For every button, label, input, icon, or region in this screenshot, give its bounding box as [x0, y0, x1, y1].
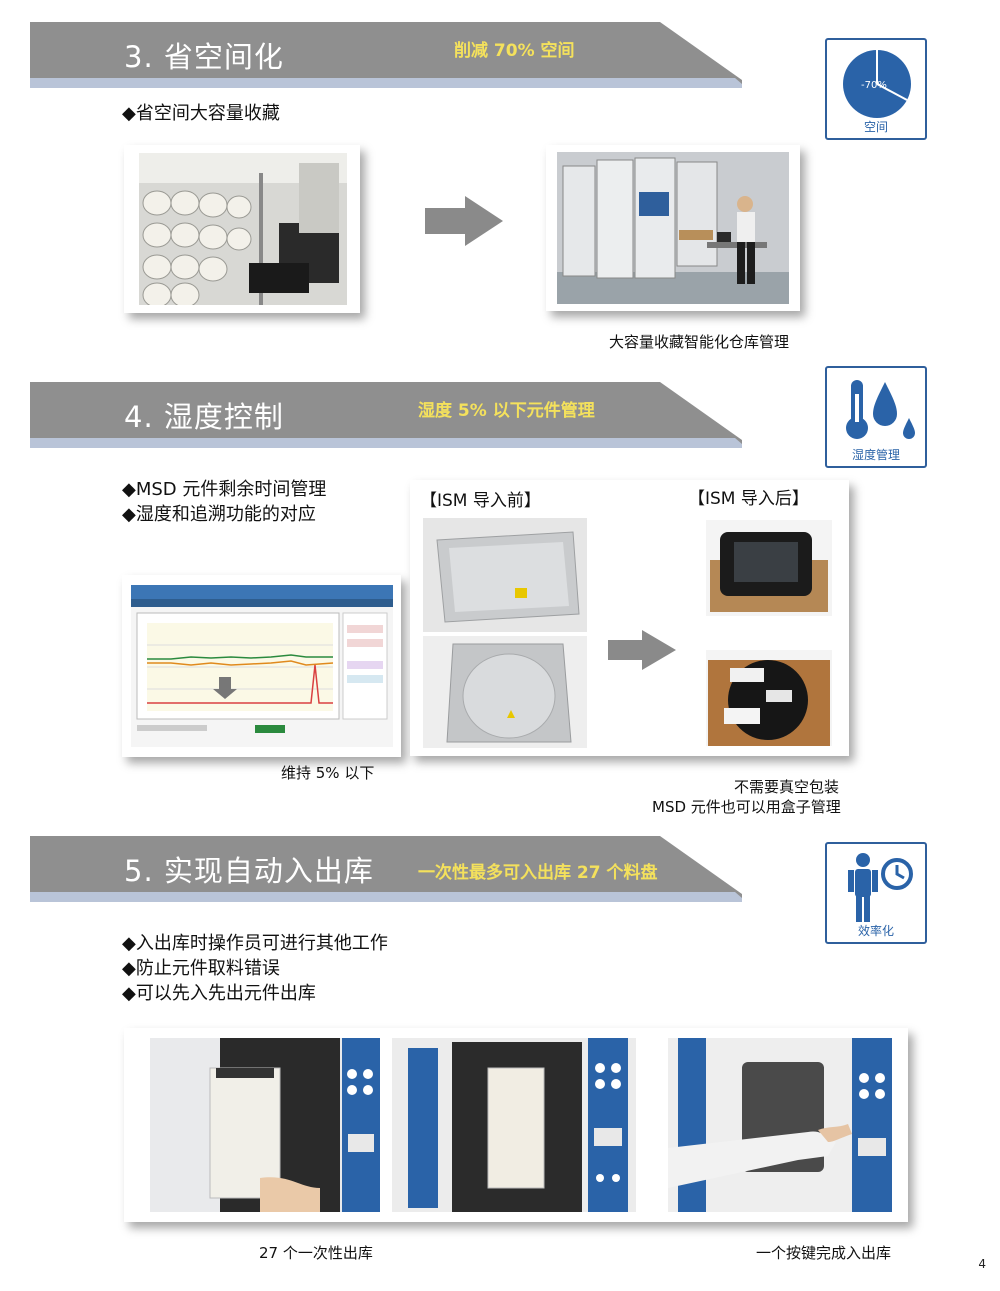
section-5-banner: 5. 实现自动入出库 一次性最多可入出库 27 个料盘 — [30, 836, 742, 902]
section-5-caption-button: 一个按键完成入出库 — [756, 1244, 892, 1262]
section-4-title: 4. 湿度控制 — [124, 400, 284, 434]
bullet-item: ◆可以先入先出元件出库 — [122, 983, 316, 1004]
machine-photo-strip — [124, 1028, 908, 1222]
section-4-caption-humidity: 维持 5% 以下 — [281, 764, 375, 782]
bullet-item: ◆防止元件取料错误 — [122, 958, 280, 979]
bullet-item: ◆湿度和追溯功能的对应 — [122, 504, 316, 525]
section-4-caption-novacuum: 不需要真空包装 — [734, 778, 840, 796]
humidity-chart-screenshot — [131, 585, 393, 747]
section-3-bullets: ◆省空间大容量收藏 — [122, 101, 280, 126]
reel-box-photo-2 — [706, 650, 832, 746]
space-icon-box: -70% 空间 — [825, 38, 927, 140]
section-5-subtitle: 一次性最多可入出库 27 个料盘 — [418, 863, 658, 883]
old-storage-photo-frame — [124, 145, 360, 313]
humidity-icon-label: 湿度管理 — [851, 448, 900, 462]
section-3-banner: 3. 省空间化 削减 70% 空间 — [30, 22, 742, 88]
before-after-panel: 【ISM 导入前】 【ISM 导入后】 — [410, 480, 849, 756]
unloading-photo — [150, 1038, 380, 1212]
section-4-banner: 4. 湿度控制 湿度 5% 以下元件管理 — [30, 382, 742, 448]
efficiency-icon — [848, 853, 913, 922]
old-storage-photo — [139, 153, 347, 305]
section-3-subtitle: 削减 70% 空间 — [454, 41, 575, 61]
section-4-bullets: ◆MSD 元件剩余时间管理 ◆湿度和追溯功能的对应 — [122, 477, 326, 527]
vacuum-bag-photo-1 — [423, 518, 587, 632]
reel-box-photo-1 — [706, 520, 832, 616]
section-5-title: 5. 实现自动入出库 — [124, 854, 374, 888]
bullet-item: ◆省空间大容量收藏 — [122, 103, 280, 124]
page-number: 4 — [978, 1257, 986, 1271]
arrow-right-icon — [608, 630, 676, 670]
humidity-icon-box: 湿度管理 — [825, 366, 927, 468]
pie-chart-icon: -70% — [843, 50, 911, 118]
section-3-caption: 大容量收藏智能化仓库管理 — [609, 333, 790, 351]
section-4-subtitle: 湿度 5% 以下元件管理 — [418, 401, 595, 421]
smart-storage-photo — [557, 152, 789, 304]
pie-value-label: -70% — [861, 80, 887, 91]
humidity-icon — [846, 380, 915, 439]
space-icon-label: 空间 — [863, 120, 888, 134]
button-press-photo — [668, 1038, 892, 1212]
section-5-bullets: ◆入出库时操作员可进行其他工作 ◆防止元件取料错误 ◆可以先入先出元件出库 — [122, 931, 388, 1006]
vacuum-bag-photo-2 — [423, 636, 587, 748]
section-5-caption-batch: 27 个一次性出库 — [259, 1244, 373, 1262]
efficiency-icon-box: 效率化 — [825, 842, 927, 944]
after-label: 【ISM 导入后】 — [688, 489, 809, 509]
section-4-caption-box: MSD 元件也可以用盒子管理 — [652, 798, 841, 816]
before-label: 【ISM 导入前】 — [420, 491, 541, 511]
bullet-item: ◆MSD 元件剩余时间管理 — [122, 479, 327, 500]
bullet-item: ◆入出库时操作员可进行其他工作 — [122, 933, 388, 954]
storage-drawer-photo — [392, 1038, 636, 1212]
smart-storage-photo-frame — [546, 145, 800, 311]
arrow-right-icon — [425, 196, 503, 246]
section-3-title: 3. 省空间化 — [124, 40, 284, 74]
software-screenshot-frame — [122, 575, 401, 757]
efficiency-icon-label: 效率化 — [857, 924, 894, 938]
